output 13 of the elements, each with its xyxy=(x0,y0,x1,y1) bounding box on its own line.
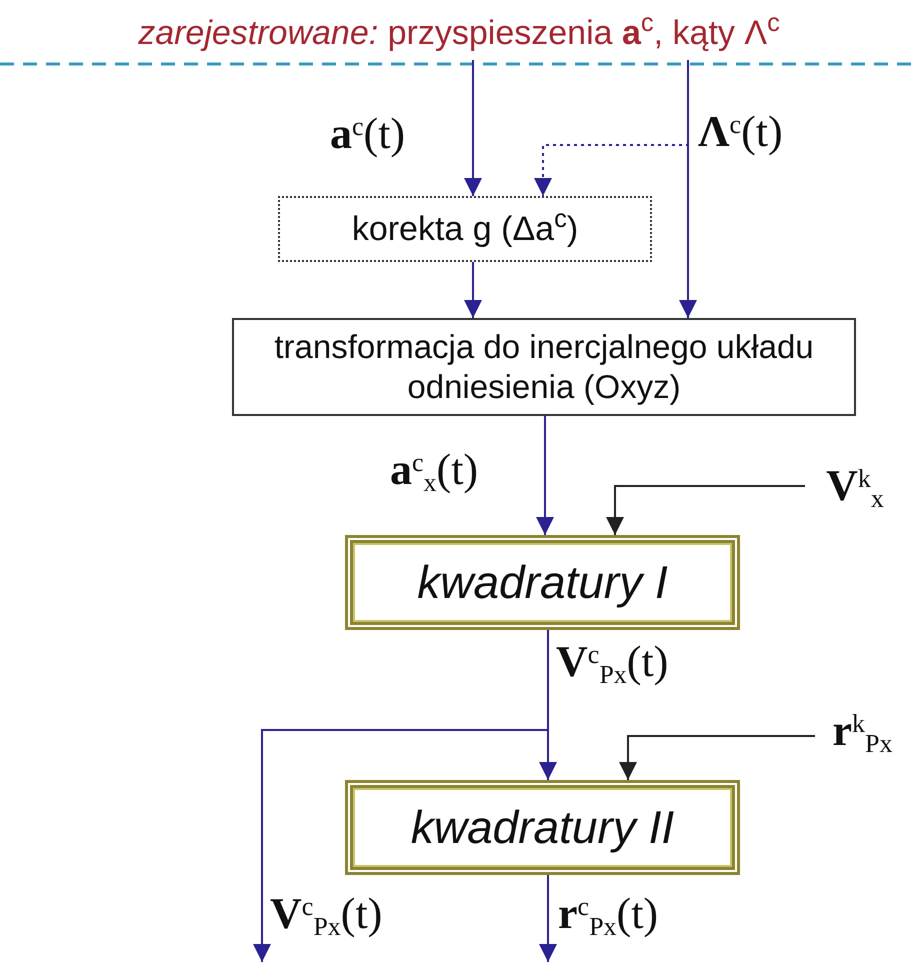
arrow xyxy=(539,875,557,962)
arrow xyxy=(464,262,482,318)
arrow xyxy=(606,485,805,535)
heading-text: zarejestrowane: przyspieszenia a$^{c}$, kąty Λ$^{c}$ xyxy=(4,6,914,60)
arrow xyxy=(679,60,697,318)
process-box: transformacja do inercjalnego układu odniesienia (Oxyz) xyxy=(232,318,856,416)
dotted-process-box: korekta g (Δa$^{c}$) xyxy=(278,196,652,262)
integration-box: kwadratury II xyxy=(345,780,740,875)
arrow xyxy=(534,60,689,196)
integration-box: kwadratury I xyxy=(345,535,740,630)
arrow xyxy=(536,416,554,535)
arrow xyxy=(619,735,815,780)
arrow xyxy=(464,60,482,196)
